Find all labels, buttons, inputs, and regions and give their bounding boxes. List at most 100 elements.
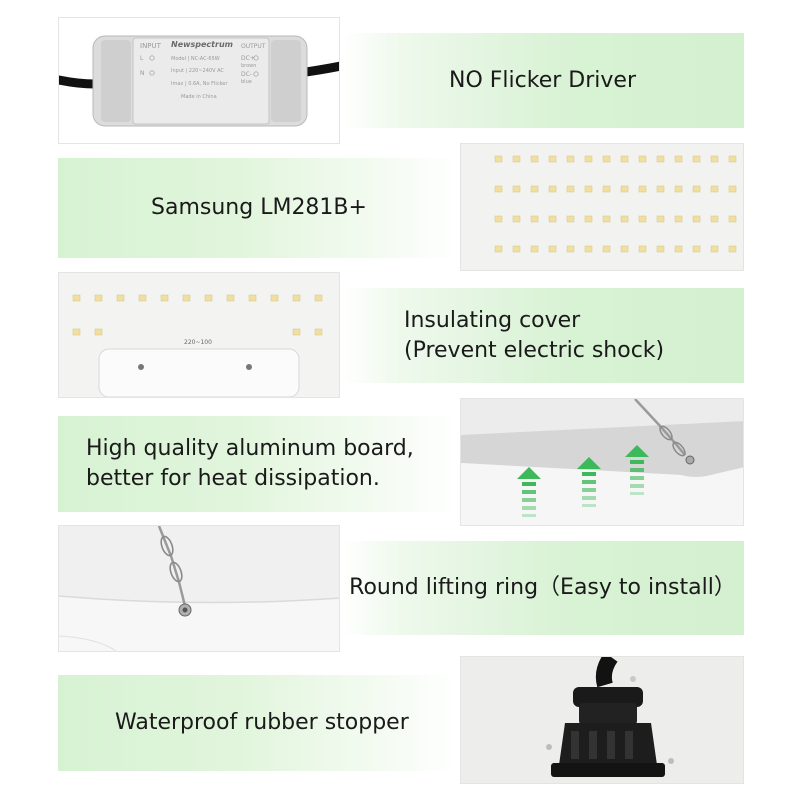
led-chip bbox=[72, 328, 81, 336]
feature-text-board: High quality aluminum board, better for … bbox=[86, 436, 414, 491]
rubber-stopper-photo bbox=[460, 656, 744, 784]
led-chip bbox=[692, 185, 701, 193]
board-marking: 220~100 bbox=[184, 339, 212, 346]
led-chip bbox=[674, 215, 683, 223]
led-chip bbox=[692, 245, 701, 253]
led-chip bbox=[512, 185, 521, 193]
led-chip bbox=[710, 155, 719, 163]
driver-made-in: Made in China bbox=[181, 94, 217, 100]
feature-band-led: Samsung LM281B+ bbox=[58, 158, 460, 258]
driver-input-head: INPUT bbox=[140, 42, 162, 50]
led-chip bbox=[656, 185, 665, 193]
led-chip bbox=[728, 155, 737, 163]
led-chip bbox=[548, 155, 557, 163]
heat-arrow-icon bbox=[577, 457, 601, 507]
led-chip bbox=[94, 328, 103, 336]
led-chip bbox=[226, 294, 235, 302]
led-chip bbox=[138, 294, 147, 302]
driver-dc-minus: DC- bbox=[241, 71, 252, 78]
led-chip bbox=[566, 155, 575, 163]
led-chip bbox=[314, 294, 323, 302]
led-chip bbox=[674, 155, 683, 163]
led-chip bbox=[656, 215, 665, 223]
led-chip bbox=[674, 185, 683, 193]
led-chip bbox=[72, 294, 81, 302]
feature-text-ring: Round lifting ring（Easy to install） bbox=[349, 575, 736, 600]
led-chip bbox=[248, 294, 257, 302]
driver-dc-minus-wire: blue bbox=[241, 79, 252, 85]
led-chip bbox=[292, 294, 301, 302]
insulating-cover-photo: 220~100 bbox=[58, 272, 340, 398]
led-chip bbox=[728, 185, 737, 193]
led-chip bbox=[728, 245, 737, 253]
insulating-cover-illustration: 220~100 bbox=[59, 273, 339, 397]
led-chip bbox=[530, 215, 539, 223]
driver-input-rating: Input | 220~240V AC bbox=[171, 68, 224, 74]
led-chip bbox=[710, 215, 719, 223]
led-chip bbox=[692, 155, 701, 163]
aluminum-board-illustration bbox=[461, 399, 743, 525]
driver-input-l: L bbox=[140, 55, 144, 62]
led-chip bbox=[620, 245, 629, 253]
driver-dc-plus-wire: brown bbox=[241, 63, 256, 69]
led-chip bbox=[494, 155, 503, 163]
led-chip bbox=[602, 245, 611, 253]
led-chip bbox=[314, 328, 323, 336]
led-chip bbox=[638, 185, 647, 193]
led-chip bbox=[494, 215, 503, 223]
lifting-ring-illustration bbox=[59, 526, 339, 651]
feature-band-stopper: Waterproof rubber stopper bbox=[58, 675, 460, 771]
led-chip bbox=[566, 185, 575, 193]
led-chip bbox=[656, 245, 665, 253]
lifting-ring-photo bbox=[58, 525, 340, 652]
led-chip bbox=[710, 245, 719, 253]
led-chip bbox=[530, 185, 539, 193]
feature-text-cover: Insulating cover (Prevent electric shock… bbox=[404, 307, 665, 363]
led-chip bbox=[116, 294, 125, 302]
led-chip bbox=[638, 245, 647, 253]
feature-text-stopper: Waterproof rubber stopper bbox=[115, 710, 409, 735]
driver-imax: Imax | 0.6A, No Flicker bbox=[171, 81, 228, 87]
driver-illustration: INPUT L N Newspectrum Model | NC-AC-65W … bbox=[59, 35, 339, 127]
led-chip bbox=[638, 215, 647, 223]
led-chip bbox=[728, 215, 737, 223]
heat-arrow-icon bbox=[625, 445, 649, 495]
led-chip bbox=[512, 245, 521, 253]
driver-output-head: OUTPUT bbox=[241, 43, 266, 50]
feature-band-board: High quality aluminum board, better for … bbox=[58, 416, 460, 512]
led-chip bbox=[692, 215, 701, 223]
led-chip bbox=[548, 185, 557, 193]
led-chip bbox=[512, 215, 521, 223]
led-chip bbox=[638, 155, 647, 163]
feature-band-driver: NO Flicker Driver bbox=[341, 33, 744, 128]
led-chip bbox=[270, 294, 279, 302]
led-chip bbox=[160, 294, 169, 302]
led-chip bbox=[494, 245, 503, 253]
led-chip bbox=[584, 155, 593, 163]
driver-photo: INPUT L N Newspectrum Model | NC-AC-65W … bbox=[58, 17, 340, 144]
led-chip bbox=[494, 185, 503, 193]
led-chip bbox=[94, 294, 103, 302]
driver-input-n: N bbox=[140, 70, 145, 77]
heat-arrow-icon bbox=[517, 467, 541, 517]
led-chip bbox=[512, 155, 521, 163]
led-chip bbox=[620, 215, 629, 223]
led-chip bbox=[674, 245, 683, 253]
led-chip bbox=[548, 215, 557, 223]
led-chip bbox=[530, 155, 539, 163]
led-chip bbox=[602, 215, 611, 223]
feature-text-driver: NO Flicker Driver bbox=[449, 67, 636, 93]
led-chip bbox=[602, 185, 611, 193]
led-chip bbox=[566, 215, 575, 223]
led-chip bbox=[620, 155, 629, 163]
rubber-stopper-illustration bbox=[461, 657, 743, 783]
led-board-photo bbox=[460, 143, 744, 271]
feature-text-led: Samsung LM281B+ bbox=[151, 195, 367, 220]
led-chip bbox=[656, 155, 665, 163]
led-chip bbox=[182, 294, 191, 302]
led-chip bbox=[710, 185, 719, 193]
led-chip bbox=[584, 185, 593, 193]
driver-brand: Newspectrum bbox=[171, 40, 233, 49]
led-chip bbox=[584, 215, 593, 223]
led-chip bbox=[620, 185, 629, 193]
